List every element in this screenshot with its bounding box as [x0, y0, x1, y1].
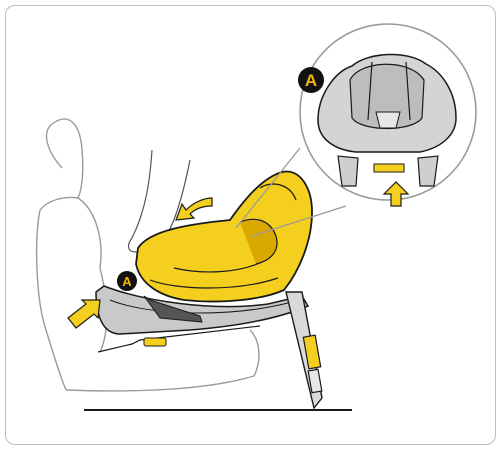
svg-text:A: A	[122, 274, 132, 289]
support-leg	[286, 292, 322, 408]
svg-text:A: A	[305, 71, 317, 90]
release-handle	[374, 164, 404, 172]
callout-badge-a-base: A	[117, 271, 137, 291]
rotate-arrow-icon	[176, 198, 212, 220]
push-arrow-icon	[68, 300, 100, 328]
callout-badge-a-zoom: A	[298, 67, 324, 93]
zoom-detail	[300, 24, 476, 200]
isofix-indicator	[144, 338, 166, 346]
